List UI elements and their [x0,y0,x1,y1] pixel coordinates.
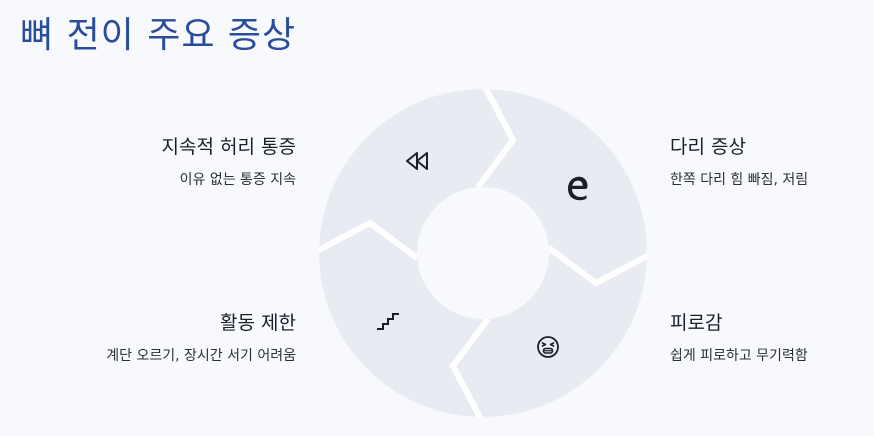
segment-title: 다리 증상 [670,136,746,158]
page-title: 뼈 전이 주요 증상 [20,15,297,56]
segment-title: 지속적 허리 통증 [161,136,296,158]
segment-description: 한쪽 다리 힘 빠짐, 저림 [670,172,809,188]
cycle-diagram [318,88,648,418]
segment-description: 쉽게 피로하고 무기력함 [670,348,808,364]
edge-logo-icon [562,173,592,203]
stairs-icon [373,306,403,336]
segment-top-left: 지속적 허리 통증 이유 없는 통증 지속 [162,134,296,190]
segment-title: 활동 제한 [220,312,296,334]
segment-top-right: 다리 증상 한쪽 다리 힘 빠짐, 저림 [670,134,808,190]
segment-bottom-right: 피로감 쉽게 피로하고 무기력함 [670,310,808,366]
separator-top [475,88,517,189]
segment-description: 이유 없는 통증 지속 [179,172,296,188]
separator-bottom [449,317,491,418]
segment-bottom-left: 활동 제한 계단 오르기, 장시간 서기 어려움 [106,310,296,366]
segment-title: 피로감 [670,312,723,334]
rewind-icon [402,146,432,176]
separator-right [547,245,648,287]
cycle-ring [318,88,648,418]
separator-left [318,219,419,261]
tired-face-icon [533,332,563,362]
segment-description: 계단 오르기, 장시간 서기 어려움 [106,348,296,364]
ring-fill [319,89,647,417]
